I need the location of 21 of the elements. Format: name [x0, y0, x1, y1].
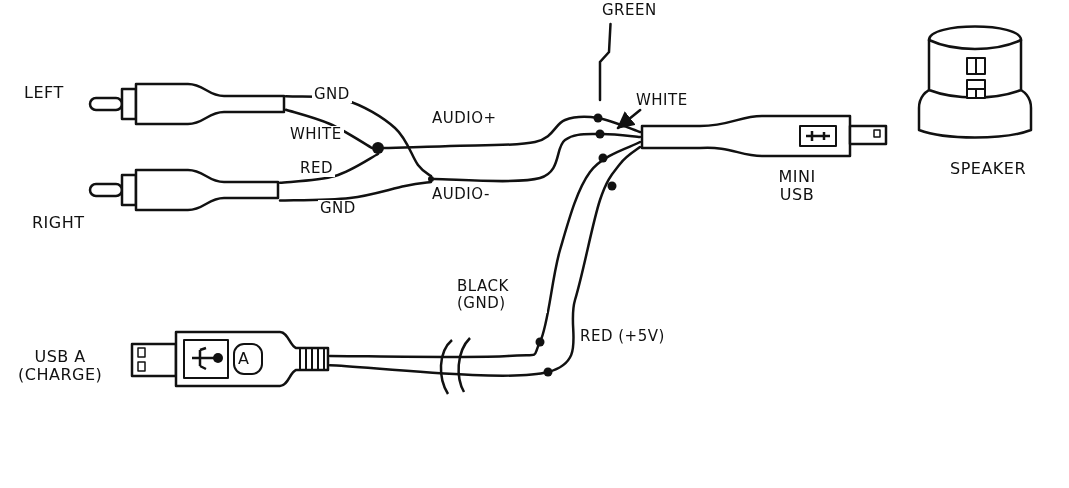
connector-label: MINI USB [777, 168, 817, 205]
leader-line [598, 22, 612, 102]
connector-label: RIGHT [31, 214, 86, 233]
solder-junction [428, 176, 434, 182]
wire [278, 152, 380, 185]
wire [382, 115, 642, 150]
wire-label: RED [298, 160, 335, 178]
solder-junction [372, 142, 384, 154]
wire-label: BLACK (GND) [455, 278, 547, 313]
connector-label: USB A (CHARGE) [17, 348, 104, 385]
connector-label: SPEAKER [949, 160, 1028, 179]
connector-label: LEFT [23, 84, 65, 103]
wire [278, 180, 433, 202]
port-type-letter: A [237, 350, 251, 369]
wire-label: GND [312, 86, 352, 104]
wire-color-label: WHITE [635, 92, 689, 110]
wire-label: RED (+5V) [578, 328, 667, 346]
wire [284, 108, 374, 150]
leader-line [616, 108, 642, 130]
wire [432, 132, 642, 183]
wire-color-label: GREEN [601, 2, 658, 20]
